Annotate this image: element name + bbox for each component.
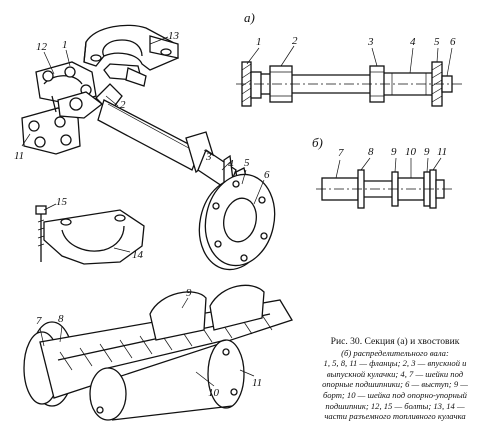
view-b-label-7: 7 <box>338 147 344 159</box>
view-b-label-11: 11 <box>437 146 447 158</box>
caption-line-5: опорные подшипники; 6 — выступ; 9 — <box>322 379 468 390</box>
caption-line-2: (б) распределительного вала: <box>341 347 449 358</box>
fuel-cam-half-13 <box>83 24 179 87</box>
caption-line-8: части разъемного топливного кулачка <box>324 411 466 422</box>
view-a-shaft-section <box>236 45 462 107</box>
caption-line-6: борт; 10 — шейка под опорно-упорный <box>323 389 467 400</box>
fuel-cam-half-14 <box>35 205 145 265</box>
bottom-label-9: 9 <box>186 287 192 299</box>
main-label-11: 11 <box>14 150 24 162</box>
view-b-label-9b: 9 <box>424 146 430 158</box>
main-label-15: 15 <box>56 196 68 208</box>
view-a-label-3: 3 <box>367 36 374 48</box>
main-label-1: 1 <box>62 39 68 51</box>
main-flange-5 <box>198 173 276 271</box>
view-b-label-8: 8 <box>368 146 374 158</box>
main-label-2: 2 <box>120 99 126 111</box>
view-b-tail-piece <box>316 157 452 209</box>
bottom-collar-9 <box>149 291 207 341</box>
caption-line-7: подшипник; 12, 15 — болты; 13, 14 — <box>325 400 465 411</box>
view-a-label-1: 1 <box>256 36 262 48</box>
view-a-label-6: 6 <box>450 36 456 48</box>
view-b-title: б) <box>312 135 323 150</box>
main-label-12: 12 <box>36 41 48 53</box>
main-label-5: 5 <box>244 157 250 169</box>
bottom-cutaway-tail <box>23 284 293 421</box>
flange-assembly-left <box>21 61 104 155</box>
caption-line-3: 1, 5, 8, 11 — фланцы; 2, 3 — впускной и <box>323 358 467 369</box>
caption-line-4: выпускной кулачки; 4, 7 — шейки под <box>326 368 464 379</box>
figure-caption: Рис. 30. Секция (а) и хвостовик (б) расп… <box>306 336 484 422</box>
view-a-label-5: 5 <box>434 36 440 48</box>
main-label-4: 4 <box>228 158 234 170</box>
bottom-label-7: 7 <box>36 315 42 327</box>
caption-line-1: Рис. 30. Секция (а) и хвостовик <box>330 336 460 347</box>
bottom-label-11: 11 <box>252 377 262 389</box>
main-label-3: 3 <box>205 151 212 163</box>
bottom-label-8: 8 <box>58 313 64 325</box>
main-label-13: 13 <box>168 30 180 42</box>
main-label-6: 6 <box>264 169 270 181</box>
view-a-label-2: 2 <box>292 35 298 47</box>
view-a-label-4: 4 <box>410 36 416 48</box>
view-b-label-10: 10 <box>405 146 417 158</box>
main-label-14: 14 <box>132 249 144 261</box>
view-b-label-9a: 9 <box>391 146 397 158</box>
bottom-label-10: 10 <box>208 387 220 399</box>
view-a-title: а) <box>244 10 255 25</box>
